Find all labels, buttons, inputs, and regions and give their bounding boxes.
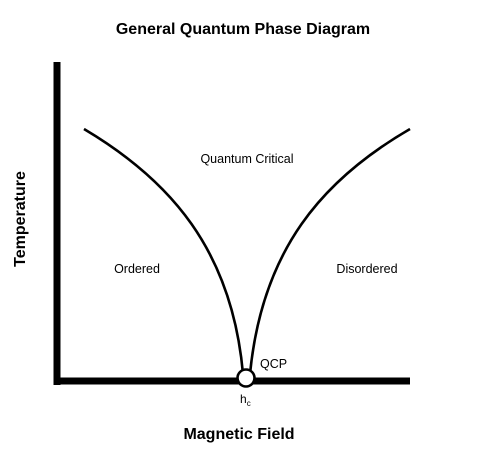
left-crossover-curve <box>83 127 245 375</box>
region-label-disordered: Disordered <box>336 262 397 276</box>
x-axis-label: Magnetic Field <box>183 426 294 443</box>
diagram-title: General Quantum Phase Diagram <box>116 21 370 38</box>
right-crossover-curve <box>248 127 411 375</box>
y-axis-label: Temperature <box>12 171 29 267</box>
qcp-label: QCP <box>260 357 287 371</box>
critical-field-label: hc <box>240 392 251 408</box>
critical-field-subscript: c <box>247 399 251 408</box>
qcp-marker <box>236 368 256 388</box>
region-label-ordered: Ordered <box>114 262 160 276</box>
critical-field-symbol: h <box>240 392 247 406</box>
region-label-quantum-critical: Quantum Critical <box>200 152 293 166</box>
